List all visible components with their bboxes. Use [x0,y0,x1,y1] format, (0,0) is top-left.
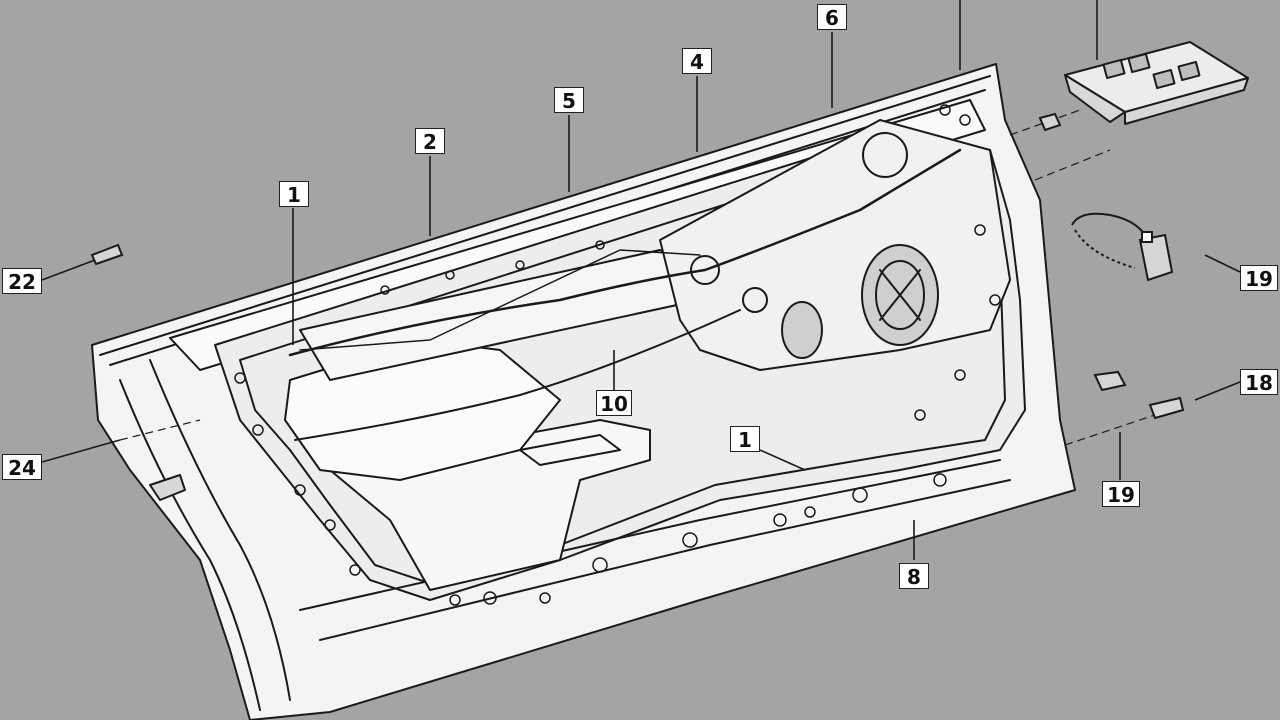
leader-22 [41,259,96,281]
door-inner-panel [91,63,1076,720]
callout-19-right: 19 [1240,265,1278,291]
switch-button-3 [1152,68,1176,90]
leader-18 [1194,381,1241,401]
speaker-cone [875,260,925,330]
door-handle [149,474,186,501]
leader-lines [41,0,1241,560]
upper-clip [1038,112,1062,132]
switch-button-1 [1102,58,1126,80]
cable-chain [1074,229,1136,269]
retainer-clip [90,243,124,266]
switch-button-2 [1127,52,1151,74]
switch-button-4 [1177,60,1201,82]
callout-6: 6 [817,4,847,30]
regulator-pivot-upper [690,255,720,285]
callout-18: 18 [1240,369,1278,395]
window-cable [294,309,741,441]
cable-connector [1138,233,1174,282]
callout-1-left: 1 [279,181,309,207]
door-left-flange-inner [149,359,291,701]
assembly-lines [119,109,1156,446]
door-left-flange [119,379,261,711]
latch-clip [1148,396,1185,420]
callout-24: 24 [2,454,42,480]
leader-19-right [1204,254,1241,273]
bracket-tab [1141,231,1153,243]
callout-2: 2 [415,128,445,154]
regulator-pivot-lower [742,287,768,313]
callout-22: 22 [2,268,42,294]
mounting-holes [234,104,1001,606]
regulator-motor [862,132,908,178]
window-cable-2 [299,249,701,351]
clip [1093,370,1127,392]
leader-1-bottom [759,449,806,471]
callout-10: 10 [596,390,632,416]
callout-1-bottom: 1 [730,426,760,452]
callout-8: 8 [899,563,929,589]
callout-4: 4 [682,48,712,74]
wiring-harness [288,148,962,357]
leader-24 [41,439,121,463]
cable-assembly [1071,212,1146,236]
pocket-recess [519,434,621,466]
callout-5: 5 [554,87,584,113]
callout-19-bottom: 19 [1102,481,1140,507]
switch-module-side [1064,74,1249,125]
small-vent [781,301,823,359]
window-switch-module [1064,41,1249,125]
small-parts [90,112,1185,420]
speaker-grille [879,269,921,321]
